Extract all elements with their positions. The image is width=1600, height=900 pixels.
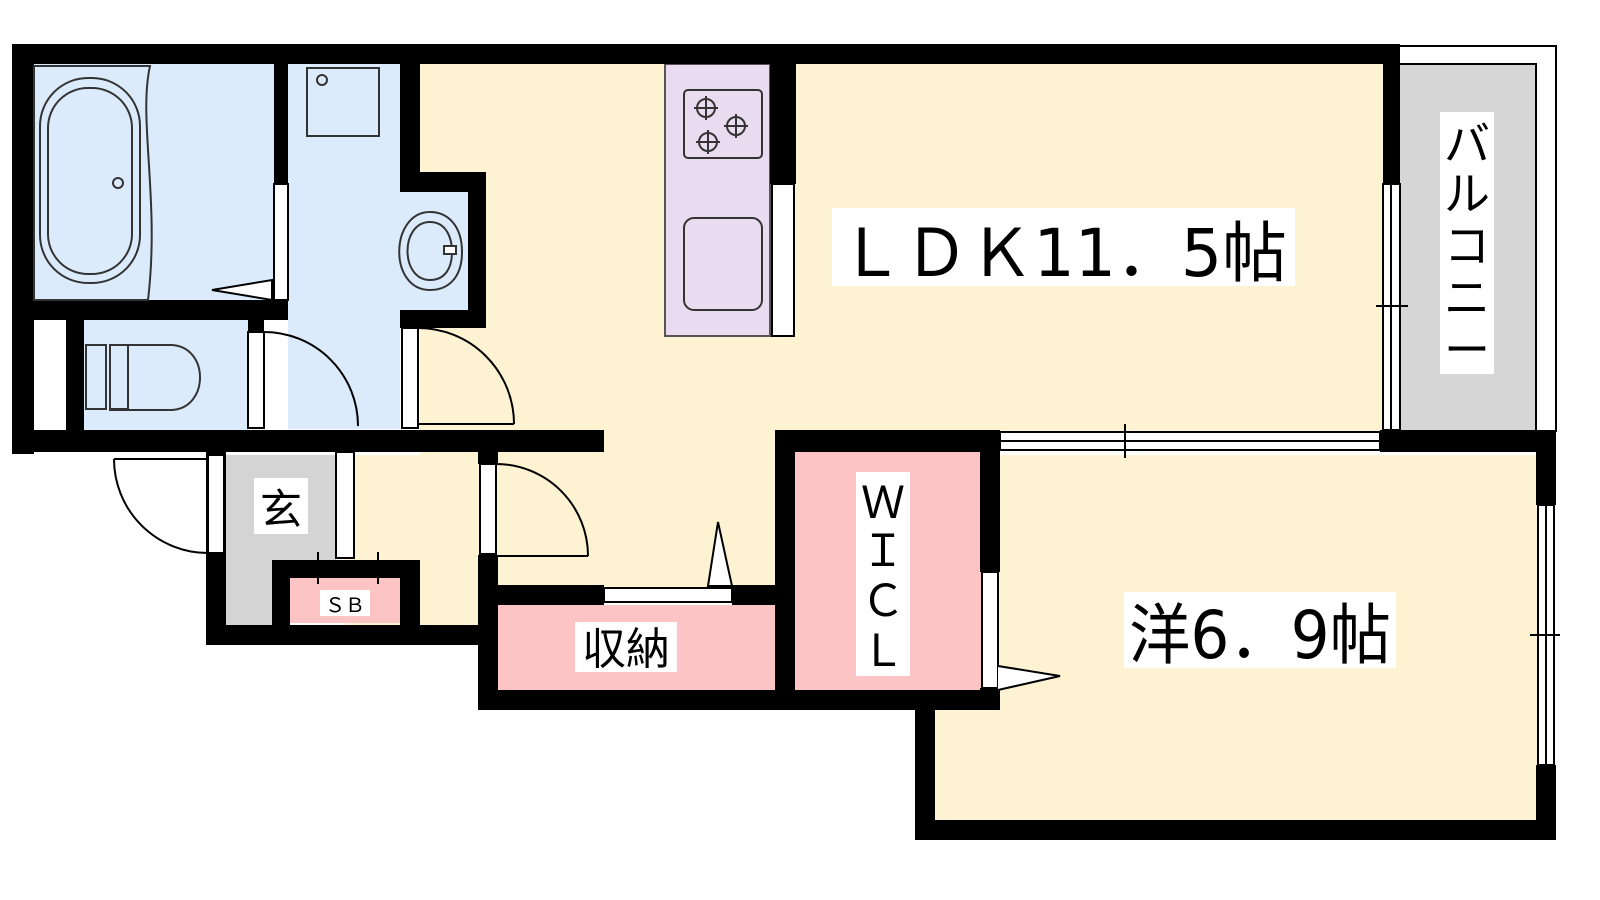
balcony-label-char: ー — [1444, 323, 1490, 377]
wall-bottom-mid — [478, 690, 1000, 710]
balcony-label-char: ル — [1444, 167, 1490, 221]
toilet-floor — [84, 320, 248, 430]
wall-storage-top-r — [732, 585, 777, 605]
wall-ldk-western-r — [1380, 430, 1556, 452]
labels: ＬＤＫ11．5帖 洋6．9帖 収納 玄 ＳＢ Ｗ Ｉ Ｃ Ｌ バ ル コ ニ ー — [260, 117, 1490, 677]
wic-label-char: Ｃ — [861, 576, 905, 627]
shoebox-label: ＳＢ — [325, 593, 365, 617]
toilet-door-leaf — [247, 331, 265, 429]
sink-icon — [683, 217, 763, 311]
wall-basin-right — [468, 172, 486, 324]
wall-top — [12, 44, 1400, 64]
wall-western-bottom — [915, 820, 1555, 840]
wall-wic-right — [980, 430, 1000, 572]
wall-ldk-right-top — [1383, 44, 1400, 184]
wall-wash-right-top — [400, 64, 420, 172]
washroom-door-leaf — [401, 327, 419, 429]
bathroom-window — [273, 183, 289, 301]
entrance-door-swing — [113, 458, 209, 554]
wall-bath-right — [274, 64, 288, 184]
western-room-label: 洋6．9帖 — [1129, 597, 1391, 674]
kitchen-counter — [664, 63, 771, 337]
wall-bottom-left — [12, 430, 604, 452]
bath-door-arrow — [211, 278, 273, 302]
wic-door-leaf — [981, 571, 999, 689]
wic-label-char: Ｉ — [861, 526, 905, 577]
wall-entrance-bottom — [206, 625, 498, 645]
hall-door-leaf — [479, 463, 497, 555]
hall-door-swing — [495, 463, 589, 557]
wic-door-arrow — [997, 665, 1061, 691]
wall-western-left — [915, 700, 935, 840]
kitchen-opening — [771, 183, 795, 337]
balcony-frame — [1400, 45, 1557, 432]
balcony-label-char: コ — [1444, 219, 1490, 273]
wic-label-char: Ｗ — [861, 478, 905, 529]
washroom-door-swing — [417, 327, 515, 425]
toilet-icon — [85, 344, 201, 411]
wall-storage-top — [478, 585, 604, 605]
doors — [113, 278, 1061, 691]
washbasin — [398, 210, 464, 292]
label-bgs — [254, 112, 1494, 676]
windows — [273, 45, 1560, 766]
storage-door — [603, 587, 733, 603]
wall-basin-bottom — [400, 310, 486, 328]
wall-kitchen-right — [770, 64, 796, 184]
walls — [12, 44, 1556, 840]
wall-western-right-bottom — [1536, 765, 1556, 840]
wall-western-right-top — [1536, 430, 1556, 505]
wall-toilet-right — [248, 320, 264, 332]
entrance-label: 玄 — [260, 485, 302, 534]
bathtub — [39, 77, 141, 284]
bathtub-outline — [33, 65, 153, 301]
wall-basin-top — [400, 172, 486, 192]
ldk-label: ＬＤＫ11．5帖 — [839, 215, 1287, 292]
storage-arrow — [706, 521, 734, 587]
balcony-label-char: バ — [1444, 117, 1490, 171]
fixtures — [33, 65, 763, 411]
wall-shoebox-top — [272, 560, 420, 578]
balcony-label-char: ニ — [1444, 271, 1490, 325]
balcony-frame-inner — [1400, 63, 1537, 432]
wall-wic-left — [775, 430, 795, 710]
toilet-door-swing — [263, 331, 359, 427]
washroom-floor — [288, 64, 400, 429]
wall-hall-right — [478, 452, 498, 464]
wall-bath-bottom — [34, 300, 288, 320]
wall-toilet-left — [66, 320, 84, 430]
entrance-jamb — [335, 451, 355, 559]
wall-left — [12, 44, 34, 454]
ldk-floor — [420, 64, 1385, 590]
washbasin-area — [400, 192, 468, 312]
wic-label: Ｗ Ｉ Ｃ Ｌ — [861, 478, 905, 677]
stove-icon — [683, 89, 763, 159]
wall-ldk-western — [775, 430, 1000, 452]
storage-label: 収納 — [582, 624, 670, 675]
washing-machine — [306, 67, 380, 137]
entrance-door-leaf — [207, 454, 225, 554]
wic-label-char: Ｌ — [861, 626, 905, 677]
balcony-label: バ ル コ ニ ー — [1444, 117, 1490, 377]
